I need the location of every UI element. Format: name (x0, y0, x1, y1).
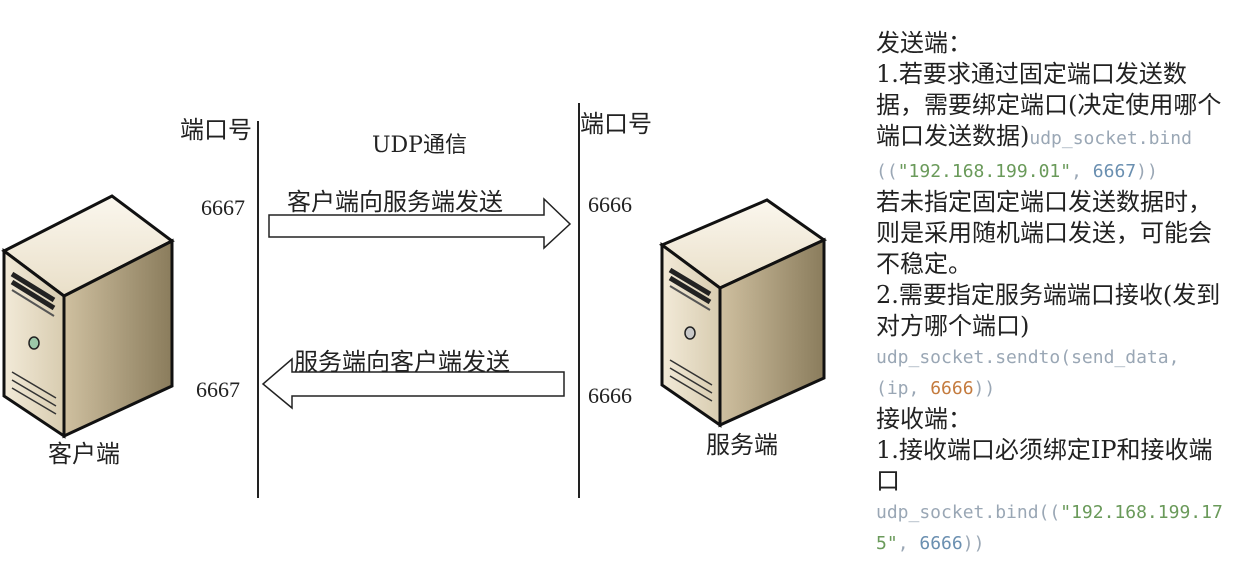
code-num: 6667 (1092, 161, 1137, 182)
code-sep: , (897, 533, 920, 554)
notes-panel: 发送端： 1.若要求通过固定端口发送数据，需要绑定端口(决定使用哪个端口发送数据… (876, 28, 1231, 559)
sender-point1-code: udp_socket.bind(("192.168.199.01", 6667)… (876, 128, 1192, 182)
sender-point2-text: 2.需要指定服务端端口接收(发到对方哪个端口) (876, 281, 1221, 340)
client-port-header: 端口号 (180, 116, 252, 144)
code-fn: (ip, (876, 378, 931, 399)
server-computer-icon (659, 198, 827, 428)
client-computer-icon (1, 194, 175, 439)
code-end: )) (962, 533, 985, 554)
code-sep: , (1071, 161, 1093, 182)
code-num: 6666 (930, 378, 974, 399)
receiver-point1-code: udp_socket.bind(("192.168.199.175", 6666… (876, 497, 1231, 559)
code-fn: udp_socket.bind(( (876, 502, 1061, 523)
sender-title: 发送端： (876, 29, 972, 57)
code-str: "192.168.199.01" (897, 161, 1072, 182)
code-end: )) (1136, 161, 1158, 182)
server-port-line (578, 103, 580, 498)
sender-point1: 1.若要求通过固定端口发送数据，需要绑定端口(决定使用哪个端口发送数据)udp_… (876, 59, 1231, 187)
code-end: )) (973, 378, 996, 399)
client-port-line (257, 121, 259, 498)
arrow-to-server (268, 197, 572, 250)
server-port-header: 端口号 (580, 110, 652, 138)
code-str: "192.168.199.175" (876, 502, 1223, 554)
protocol-label: UDP通信 (372, 133, 467, 158)
server-label: 服务端 (706, 431, 778, 459)
client-recv-port: 6667 (196, 377, 240, 402)
arrow-to-server-label: 客户端向服务端发送 (287, 188, 503, 216)
client-label: 客户端 (48, 440, 120, 468)
sender-note: 若未指定固定端口发送数据时，则是采用随机端口发送，可能会不稳定。 (876, 188, 1212, 278)
sender-point1-text: 1.若要求通过固定端口发送数据，需要绑定端口(决定使用哪个端口发送数据) (876, 60, 1222, 150)
client-send-port: 6667 (201, 195, 245, 220)
receiver-title: 接收端： (876, 405, 972, 433)
server-send-port: 6666 (588, 383, 632, 408)
sender-point2-code: udp_socket.sendto(send_data, (ip, 6666)) (876, 342, 1231, 404)
code-fn: udp_socket.sendto(send_data, (876, 347, 1180, 368)
code-fn: udp_socket.bind(( (876, 128, 1192, 182)
code-num: 6666 (919, 533, 963, 554)
server-recv-port: 6666 (588, 192, 632, 217)
arrow-to-client (261, 357, 565, 410)
receiver-point1-text: 1.接收端口必须绑定IP和接收端口 (876, 436, 1213, 495)
